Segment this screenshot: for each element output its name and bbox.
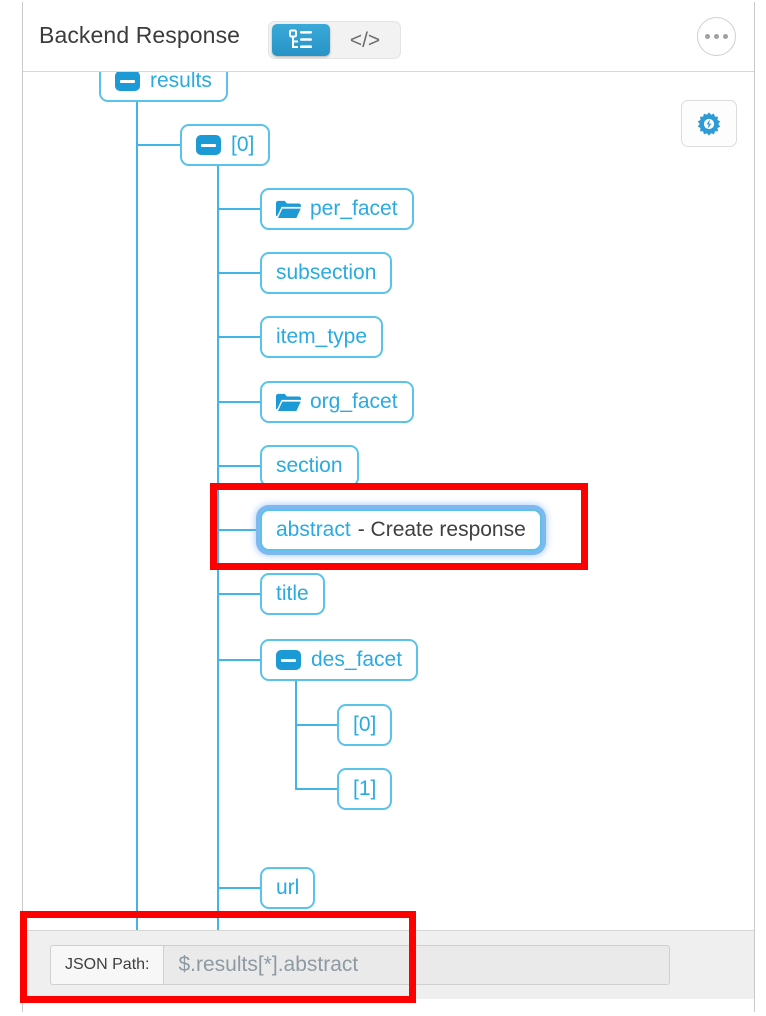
panel-header: Backend Response </> — [23, 2, 754, 72]
tree-node-url[interactable]: url — [260, 867, 316, 909]
tree-connector — [217, 593, 262, 595]
jsonpath-label: JSON Path: — [50, 945, 164, 985]
tree-node-label: per_facet — [310, 197, 398, 220]
more-options-button[interactable] — [697, 17, 736, 56]
jsonpath-footer: JSON Path: $.results[*].abstract — [23, 930, 754, 999]
tree-node-label: org_facet — [310, 390, 398, 413]
tree-node-des_facet[interactable]: des_facet — [260, 639, 419, 681]
code-view-button[interactable]: </> — [336, 24, 394, 56]
tree-node-label: results — [150, 72, 212, 92]
tree-node-title[interactable]: title — [260, 573, 325, 615]
tree-node-index0[interactable]: [0] — [180, 124, 271, 166]
collapse-minus-icon[interactable] — [196, 135, 221, 155]
tree-node-des1[interactable]: [1] — [337, 768, 393, 810]
jsonpath-group: JSON Path: $.results[*].abstract — [50, 945, 670, 985]
tree-node-label: [0] — [353, 713, 377, 736]
folder-icon — [276, 393, 301, 411]
more-options-icon — [705, 34, 710, 39]
tree-connector — [295, 788, 339, 790]
tree-node-item_type[interactable]: item_type — [260, 316, 384, 358]
view-mode-toggle: </> — [268, 21, 401, 59]
more-options-icon — [714, 34, 719, 39]
tree-connector — [217, 166, 219, 973]
tree-node-label: subsection — [276, 261, 377, 284]
tree-node-des0[interactable]: [0] — [337, 704, 393, 746]
tree-connector — [295, 681, 297, 790]
tree-connector — [136, 98, 138, 973]
settings-button[interactable] — [681, 100, 737, 147]
tree-node-label: title — [276, 582, 309, 605]
gear-bolt-icon — [697, 111, 721, 136]
tree-node-label: des_facet — [311, 648, 403, 671]
tree-connector — [217, 529, 262, 531]
code-view-icon: </> — [349, 28, 381, 52]
tree-node-label: [1] — [353, 777, 377, 800]
tree-node-subsection[interactable]: subsection — [260, 252, 393, 294]
tree-connector — [217, 465, 262, 467]
tree-node-label: url — [276, 876, 300, 899]
tree-view-button[interactable] — [272, 24, 330, 56]
tree-node-per_facet[interactable]: per_facet — [260, 188, 414, 230]
tree-node-suffix: - Create response — [357, 518, 526, 541]
collapse-minus-icon[interactable] — [115, 72, 140, 91]
folder-icon — [276, 200, 301, 218]
collapse-minus-icon[interactable] — [276, 650, 301, 670]
tree-connector — [217, 401, 262, 403]
tree-connector — [217, 272, 262, 274]
tree-node-org_facet[interactable]: org_facet — [260, 381, 414, 423]
more-options-icon — [723, 34, 728, 39]
tree-view-icon — [289, 29, 312, 48]
tree-node-label: [0] — [231, 133, 255, 156]
tree-node-abstract[interactable]: abstract - Create response — [260, 509, 542, 551]
tree-connector — [217, 336, 262, 338]
tree-connector — [217, 659, 262, 661]
tree-connector — [217, 887, 262, 889]
jsonpath-input[interactable]: $.results[*].abstract — [163, 945, 670, 985]
tree-connector — [295, 724, 339, 726]
tree-node-label: section — [276, 454, 343, 477]
page-title: Backend Response — [39, 22, 241, 48]
backend-response-panel: Backend Response </> — [22, 2, 755, 1012]
tree-node-label: item_type — [276, 325, 368, 348]
tree-node-label: abstract — [276, 518, 351, 541]
tree-node-section[interactable]: section — [260, 445, 359, 487]
tree-node-results[interactable]: results — [99, 72, 228, 102]
tree-connector — [217, 208, 262, 210]
tree-connector — [136, 144, 182, 146]
